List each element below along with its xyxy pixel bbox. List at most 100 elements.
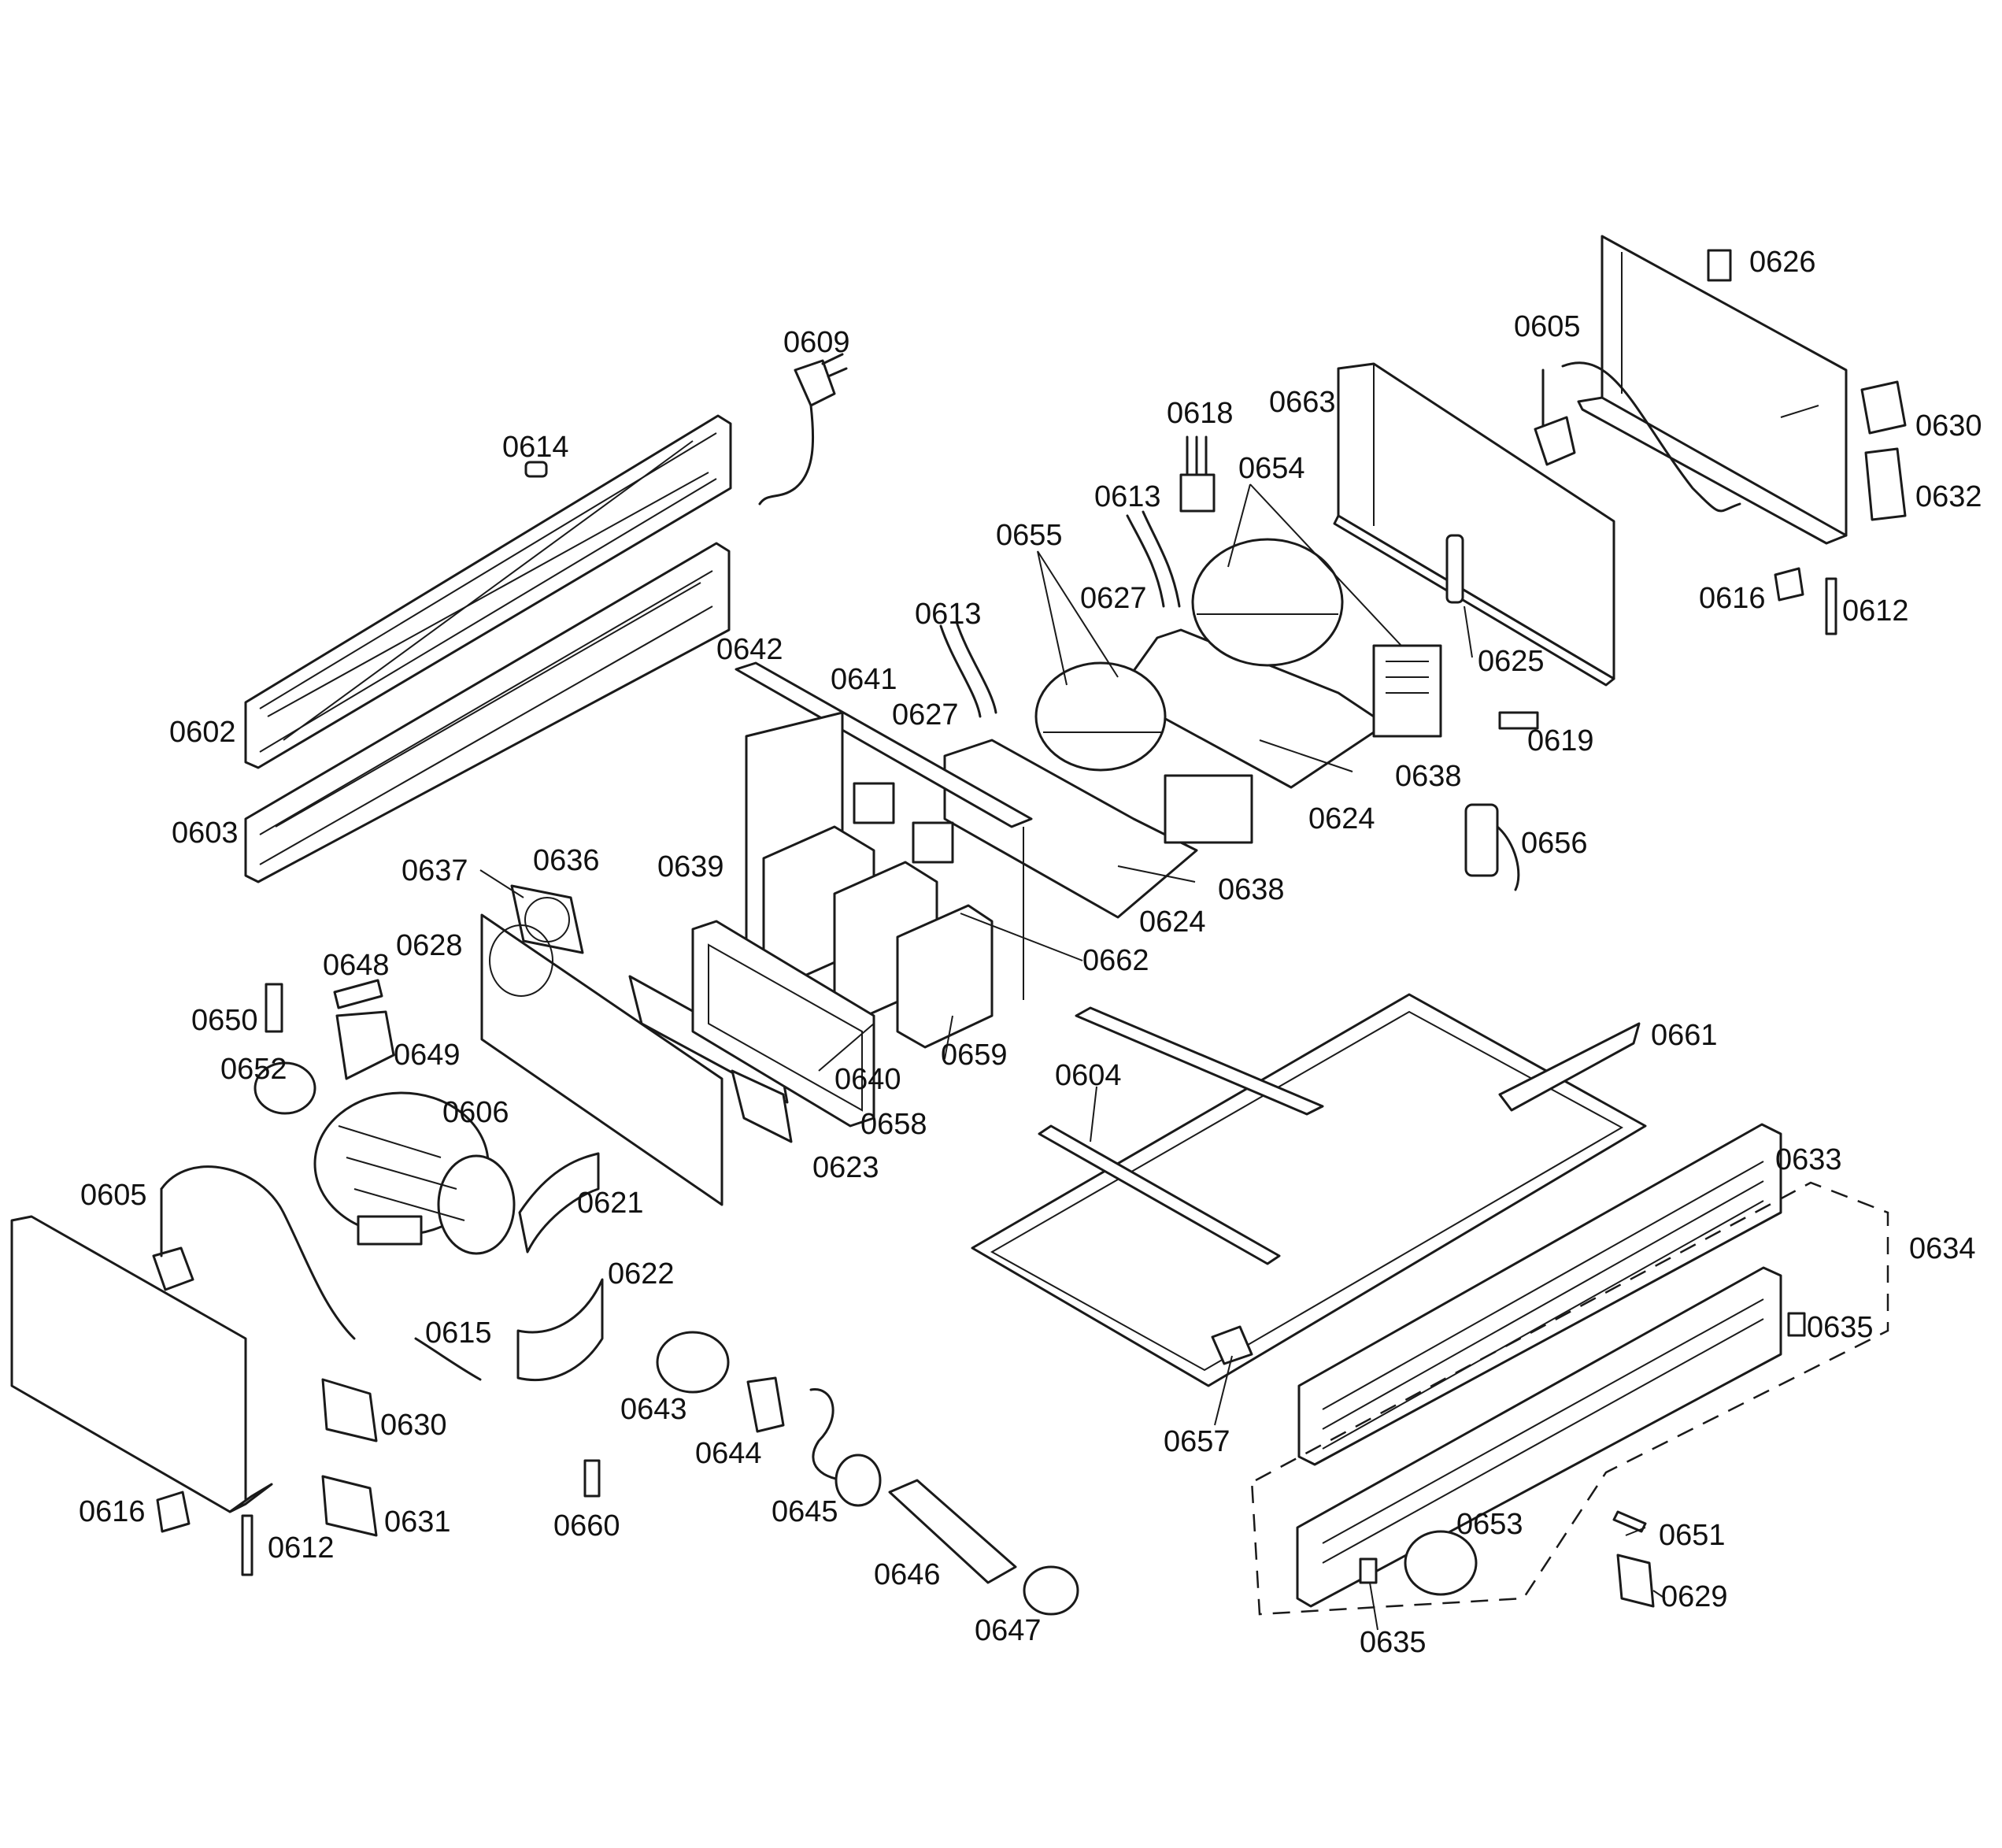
tube-0613-b-edge xyxy=(955,620,997,714)
part-label: 0605 xyxy=(80,1179,147,1212)
part-label: 0624 xyxy=(1308,802,1375,835)
compressor-0655 xyxy=(943,661,1253,919)
part-label: 0612 xyxy=(1842,594,1909,628)
foot-0616-top xyxy=(1774,567,1804,602)
part-labels: 0602 0603 0604 0605 0605 0606 0609 0612 … xyxy=(79,246,1982,1659)
part-label: 0662 xyxy=(1082,944,1149,977)
part-0649 xyxy=(335,1010,395,1080)
filter-0646 xyxy=(888,1479,1017,1584)
part-label: 0646 xyxy=(874,1558,941,1591)
part-label: 0615 xyxy=(425,1317,492,1350)
part-label: 0604 xyxy=(1055,1059,1122,1092)
part-0635-right xyxy=(1787,1312,1806,1337)
part-label: 0609 xyxy=(783,326,850,359)
parts-line-art xyxy=(10,235,1907,1631)
blower-0606 xyxy=(313,1091,516,1255)
part-label: 0655 xyxy=(996,519,1063,552)
part-label: 0649 xyxy=(394,1039,461,1072)
screw-0612-left xyxy=(241,1514,253,1576)
part-label: 0647 xyxy=(975,1614,1042,1647)
part-label: 0605 xyxy=(1514,310,1581,343)
part-label: 0612 xyxy=(268,1531,335,1565)
part-0645 xyxy=(834,1454,882,1507)
part-0653 xyxy=(1404,1530,1478,1596)
part-label: 0630 xyxy=(380,1409,447,1442)
clip-0657 xyxy=(1211,1325,1253,1365)
part-label: 0634 xyxy=(1909,1232,1976,1265)
part-label: 0639 xyxy=(657,850,724,883)
bracket-0630-top xyxy=(1860,380,1907,435)
bracket-0631 xyxy=(321,1475,378,1537)
part-label: 0618 xyxy=(1167,397,1234,430)
part-label: 0654 xyxy=(1238,452,1305,485)
part-label: 0650 xyxy=(191,1004,258,1037)
grille-0633 xyxy=(1297,1123,1782,1466)
part-label: 0663 xyxy=(1269,386,1336,419)
part-label: 0626 xyxy=(1749,246,1816,279)
part-label: 0633 xyxy=(1775,1143,1842,1176)
part-label: 0623 xyxy=(812,1151,879,1184)
part-label: 0656 xyxy=(1521,827,1588,860)
part-0651 xyxy=(1612,1510,1647,1533)
kickplate-0634 xyxy=(1250,1181,1889,1616)
part-label: 0645 xyxy=(772,1495,838,1528)
part-label: 0651 xyxy=(1659,1519,1726,1552)
tube-0613-b xyxy=(939,624,982,718)
capacitor-0656 xyxy=(1464,803,1520,891)
compressor-0654 xyxy=(1116,538,1442,789)
part-label: 0621 xyxy=(577,1187,644,1220)
part-label: 0606 xyxy=(442,1096,509,1129)
panel-0602 xyxy=(244,414,732,769)
wire-0605-left xyxy=(152,1165,356,1340)
part-label: 0631 xyxy=(384,1505,451,1539)
part-label: 0659 xyxy=(941,1039,1008,1072)
transformers-block xyxy=(762,782,994,1049)
drier-0625 xyxy=(1445,534,1464,604)
power-cord-0609 xyxy=(758,353,848,506)
part-label: 0643 xyxy=(620,1393,687,1426)
tube-0613-a xyxy=(1126,514,1165,608)
part-label: 0616 xyxy=(1699,582,1766,615)
part-label: 0627 xyxy=(1080,582,1147,615)
part-label: 0614 xyxy=(502,431,569,464)
part-label: 0624 xyxy=(1139,905,1206,939)
terminal-0619 xyxy=(1498,711,1539,730)
part-0635-bottom xyxy=(1359,1557,1378,1584)
panel-0626-0605 xyxy=(1577,235,1848,545)
part-0648 xyxy=(333,979,383,1009)
screw-0612-top xyxy=(1825,577,1837,635)
foot-0616-left xyxy=(156,1491,191,1533)
part-label: 0640 xyxy=(834,1063,901,1096)
part-0643 xyxy=(656,1331,730,1394)
part-label: 0635 xyxy=(1360,1626,1427,1659)
part-label: 0619 xyxy=(1527,724,1594,757)
shroud-0621 xyxy=(518,1152,600,1254)
part-label: 0630 xyxy=(1915,409,1982,443)
part-label: 0629 xyxy=(1661,1580,1728,1613)
part-label: 0638 xyxy=(1218,873,1285,906)
part-label: 0603 xyxy=(172,817,239,850)
wire-0645 xyxy=(809,1388,852,1482)
part-label: 0616 xyxy=(79,1495,146,1528)
part-label: 0661 xyxy=(1651,1019,1718,1052)
relay-0618 xyxy=(1179,435,1216,513)
part-label: 0636 xyxy=(533,844,600,877)
part-0629 xyxy=(1616,1554,1655,1608)
part-label: 0613 xyxy=(1094,480,1161,513)
tube-0613-a-edge xyxy=(1142,510,1181,608)
part-label: 0627 xyxy=(892,698,959,731)
bracket-0632 xyxy=(1864,447,1907,521)
part-label: 0613 xyxy=(915,598,982,631)
part-label: 0622 xyxy=(608,1257,675,1291)
part-label: 0653 xyxy=(1456,1508,1523,1541)
part-label: 0660 xyxy=(553,1509,620,1542)
part-label: 0642 xyxy=(716,633,783,666)
part-0647 xyxy=(1023,1565,1079,1616)
part-0652 xyxy=(253,1061,316,1115)
part-label: 0638 xyxy=(1395,760,1462,793)
panel-0603 xyxy=(244,542,731,883)
part-label: 0602 xyxy=(169,716,236,749)
part-label: 0628 xyxy=(396,929,463,962)
leader-lines xyxy=(479,405,1819,1631)
